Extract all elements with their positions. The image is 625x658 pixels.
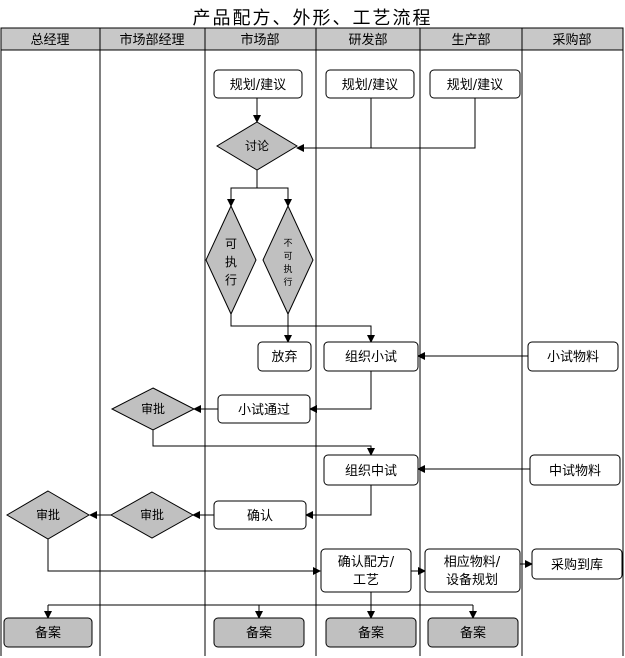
lane-header-rd: 研发部 — [348, 32, 387, 48]
node-small-test-material-label: 小试物料 — [547, 350, 599, 365]
node-file-prod-label: 备案 — [460, 625, 486, 641]
node-small-test-passed-label: 小试通过 — [238, 403, 290, 418]
node-suggest-prod-label: 规划/建议 — [447, 78, 503, 93]
page-title: 产品配方、外形、工艺流程 — [192, 8, 433, 29]
lane-header-purchase: 采购部 — [552, 32, 591, 48]
node-abandon-label: 放弃 — [271, 350, 297, 365]
lane-headers: 总经理 市场部经理 市场部 研发部 生产部 采购部 — [30, 32, 591, 48]
node-file-gm: 备案 — [3, 617, 93, 648]
node-discuss: 讨论 — [216, 121, 298, 171]
node-material-plan-line-1: 相应物料/ — [444, 554, 501, 570]
node-material-plan-line-2: 设备规划 — [446, 572, 498, 588]
node-approve-mgr-2: 审批 — [109, 491, 195, 539]
node-not-feasible-char-1: 不 — [283, 238, 292, 249]
node-approve-mgr-1-label: 审批 — [141, 401, 165, 416]
node-approve-gm: 审批 — [6, 490, 90, 540]
node-abandon: 放弃 — [257, 341, 312, 372]
lane-header-row — [0, 27, 624, 51]
node-discuss-label: 讨论 — [245, 139, 269, 153]
node-not-feasible-char-4: 行 — [283, 276, 292, 288]
lane-separators — [0, 28, 624, 656]
node-material-plan: 相应物料/ 设备规划 — [424, 548, 521, 593]
connectors — [44, 98, 533, 619]
node-organize-small-test: 组织小试 — [323, 341, 419, 372]
node-small-test-material: 小试物料 — [527, 341, 619, 372]
node-feasible: 可 执 行 — [205, 204, 257, 316]
node-organize-mid-test: 组织中试 — [323, 454, 419, 486]
node-confirm-formula-line-1: 确认配方/ — [338, 554, 395, 570]
node-confirm-formula: 确认配方/ 工艺 — [320, 548, 412, 593]
node-mid-test-material-label: 中试物料 — [549, 464, 601, 479]
node-mid-test-material: 中试物料 — [529, 454, 621, 486]
node-suggest-rd: 规划/建议 — [325, 69, 415, 99]
node-feasible-char-1: 可 — [225, 237, 237, 251]
lane-header-market-mgr: 市场部经理 — [119, 32, 184, 48]
node-file-prod: 备案 — [427, 617, 519, 648]
node-file-rd: 备案 — [325, 617, 417, 648]
node-suggest-prod: 规划/建议 — [429, 69, 521, 99]
node-confirm-label: 确认 — [247, 509, 273, 524]
node-small-test-passed: 小试通过 — [217, 394, 311, 424]
node-file-rd-label: 备案 — [358, 625, 384, 641]
node-purchase-arrival: 采购到库 — [531, 548, 623, 580]
node-organize-mid-test-label: 组织中试 — [345, 464, 397, 479]
node-approve-mgr-1: 审批 — [110, 387, 196, 431]
node-confirm-formula-line-2: 工艺 — [353, 573, 379, 588]
node-not-feasible-char-2: 可 — [283, 251, 292, 262]
node-file-gm-label: 备案 — [35, 625, 61, 641]
lane-header-gm: 总经理 — [30, 33, 69, 48]
node-not-feasible: 不 可 执 行 — [262, 204, 314, 316]
node-suggest-market: 规划/建议 — [213, 69, 303, 99]
node-file-market: 备案 — [213, 617, 305, 648]
node-suggest-market-label: 规划/建议 — [230, 78, 286, 93]
node-feasible-char-3: 行 — [225, 273, 237, 287]
node-feasible-char-2: 执 — [225, 255, 237, 269]
node-approve-mgr-2-label: 审批 — [140, 507, 164, 522]
lane-header-market: 市场部 — [240, 32, 279, 48]
node-confirm: 确认 — [213, 500, 307, 530]
node-organize-small-test-label: 组织小试 — [345, 350, 397, 365]
node-not-feasible-char-3: 执 — [283, 263, 292, 275]
node-suggest-rd-label: 规划/建议 — [342, 78, 398, 93]
node-approve-gm-label: 审批 — [36, 507, 60, 522]
lane-header-prod: 生产部 — [451, 33, 490, 48]
node-purchase-arrival-label: 采购到库 — [551, 557, 603, 573]
node-file-market-label: 备案 — [246, 625, 272, 641]
